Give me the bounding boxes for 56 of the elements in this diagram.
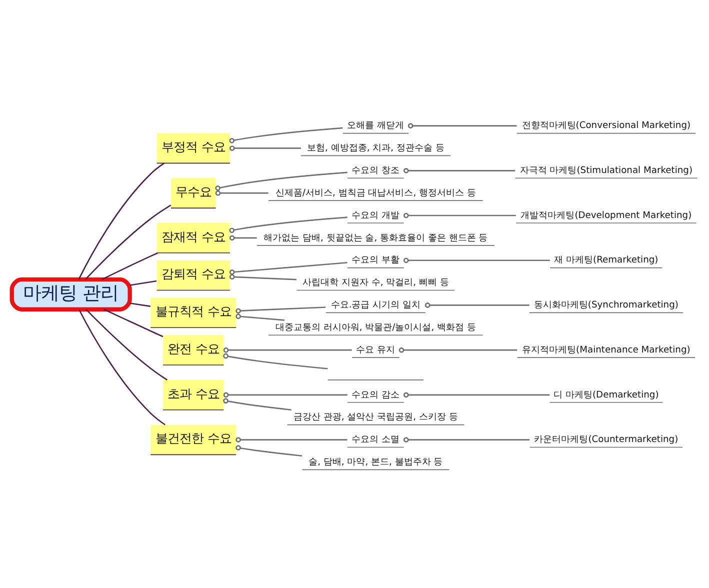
connector bbox=[215, 172, 348, 191]
connector bbox=[403, 212, 516, 218]
node-text: 사립대학 지원자 수, 막걸리, 삐삐 등 bbox=[302, 278, 449, 288]
node-text: 디 마케팅(Demarketing) bbox=[554, 390, 659, 400]
connector bbox=[104, 308, 164, 338]
connector bbox=[229, 262, 348, 275]
connector bbox=[229, 146, 301, 151]
node-text: 수요 유지 bbox=[356, 345, 396, 356]
node-text: 오해를 깨닫게 bbox=[347, 121, 404, 132]
node-text: 해가없는 담배, 뒷끝없는 술, 통화효율이 좋은 핸드폰 등 bbox=[264, 233, 488, 244]
connector bbox=[223, 347, 352, 353]
node-text: 동시화마케팅(Synchromarketing) bbox=[534, 300, 678, 311]
connector bbox=[236, 445, 302, 457]
node-text: 재 마케팅(Remarketing) bbox=[554, 256, 658, 266]
node-text: 수요의 개발 bbox=[352, 210, 400, 221]
connector bbox=[403, 437, 530, 442]
connector bbox=[229, 235, 257, 241]
connector bbox=[130, 280, 157, 286]
node-text: 유지적마케팅(Maintenance Marketing) bbox=[522, 345, 690, 356]
connector bbox=[229, 127, 343, 144]
connector bbox=[102, 252, 158, 280]
node-text: 수요의 소멸 bbox=[352, 435, 400, 446]
connector bbox=[403, 258, 550, 264]
connector bbox=[229, 274, 296, 280]
node-text: 수요의 창조 bbox=[352, 166, 400, 176]
connector bbox=[403, 168, 516, 174]
node-box: 마케팅 관리 bbox=[10, 277, 132, 312]
connector bbox=[223, 398, 292, 411]
connector bbox=[78, 162, 165, 280]
node-text: 수요의 감소 bbox=[352, 390, 400, 400]
connector bbox=[130, 302, 150, 307]
node-text: 술, 담배, 마약, 본드, 불법주차 등 bbox=[308, 458, 443, 468]
node-text: 보험, 예방접종, 치과, 정관수술 등 bbox=[307, 144, 444, 154]
connector bbox=[229, 216, 348, 234]
connector bbox=[408, 123, 517, 128]
node-text: 수요.공급 시기의 일치 bbox=[330, 300, 421, 311]
connector bbox=[424, 302, 530, 308]
connector bbox=[85, 204, 172, 280]
node-text: 전향적마케팅(Conversional Marketing) bbox=[522, 121, 691, 132]
node-text: 대중교통의 러시아워, 박물관/놀이시설, 백화점 등 bbox=[275, 322, 476, 333]
connector bbox=[236, 437, 348, 442]
connector bbox=[236, 314, 285, 321]
connector bbox=[86, 309, 168, 380]
connector bbox=[223, 353, 328, 370]
node-text: 카운터마케팅(Countermarketing) bbox=[534, 435, 678, 446]
connector bbox=[398, 347, 518, 353]
connector bbox=[236, 306, 326, 314]
node-text: 개발적마케팅(Development Marketing) bbox=[520, 210, 692, 221]
node-text: 자극적 마케팅(Stimulational Marketing) bbox=[520, 166, 693, 176]
connector bbox=[403, 392, 550, 398]
connector bbox=[223, 392, 348, 398]
node-text: 수요의 부활 bbox=[352, 256, 400, 266]
node-text: 금강산 관광, 설악산 국립공원, 스키장 등 bbox=[294, 412, 458, 423]
connector bbox=[78, 309, 166, 426]
connector bbox=[215, 190, 268, 196]
node-text: 신제품/서비스, 범칙금 대납서비스, 행정서비스 등 bbox=[275, 188, 476, 198]
